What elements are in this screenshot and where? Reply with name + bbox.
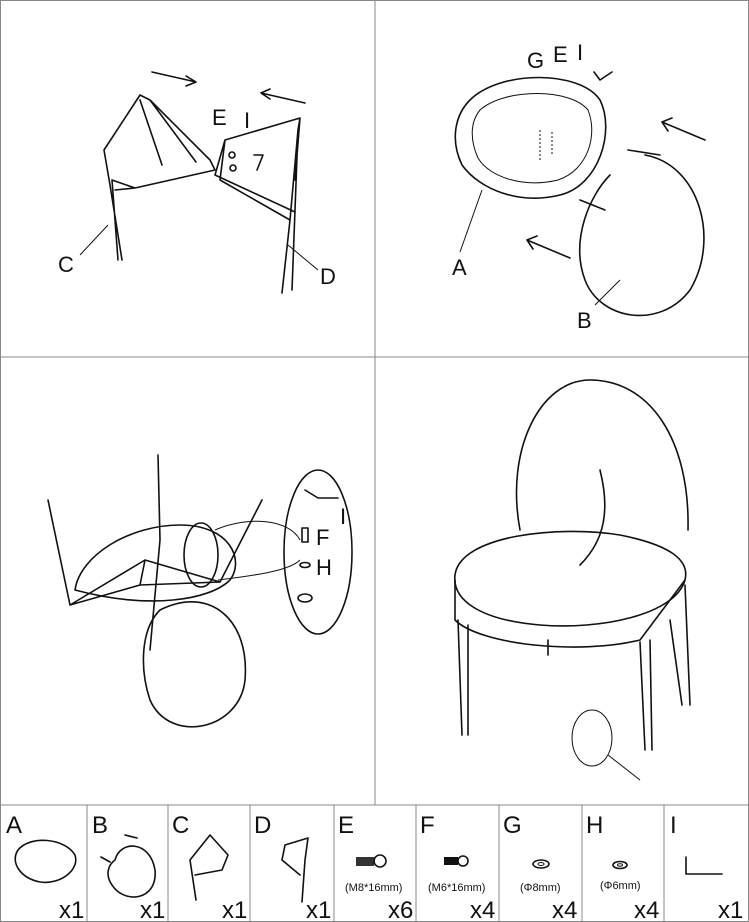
detail-callout-small: [183, 522, 219, 588]
part-g: G (Φ8mm) x4: [503, 812, 577, 922]
chair-legs: [457, 584, 691, 751]
arrow-icon: [151, 71, 197, 87]
hex-key-icon: [593, 71, 613, 81]
svg-text:x6: x6: [388, 897, 413, 922]
svg-text:I: I: [670, 812, 677, 839]
label-f: F: [316, 525, 329, 550]
arrow-icon: [661, 117, 706, 141]
svg-text:(Φ6mm): (Φ6mm): [600, 880, 641, 892]
backrest-b: [142, 601, 247, 728]
part-c: C x1: [172, 812, 247, 922]
svg-text:A: A: [6, 812, 22, 839]
arrow-icon: [526, 235, 571, 259]
part-d: D x1: [254, 812, 331, 922]
part-f: F (M6*16mm) x4: [420, 812, 495, 922]
svg-text:x1: x1: [140, 897, 165, 922]
label-g: G: [527, 48, 544, 73]
part-a: A x1: [6, 812, 84, 922]
label-i: I: [244, 108, 250, 133]
svg-text:x4: x4: [634, 897, 659, 922]
chair-backrest: [515, 379, 689, 531]
hex-key-icon: [253, 154, 264, 171]
frame-c: [103, 94, 216, 261]
svg-text:E: E: [338, 812, 354, 839]
seat-underside: [74, 524, 237, 602]
label-c: C: [58, 252, 74, 277]
chair-seat: [454, 530, 687, 627]
label-i: I: [577, 40, 583, 65]
step-2-panel: A B G E I: [452, 40, 706, 333]
part-b: B x1: [92, 812, 165, 922]
label-b: B: [577, 308, 592, 333]
part-e: E (M8*16mm) x6: [338, 812, 413, 922]
svg-text:(M6*16mm): (M6*16mm): [428, 882, 485, 894]
parts-list: A x1 B x1 C x1 D x1 E (M8*16mm) x6 F (M6…: [6, 812, 743, 922]
label-i: I: [340, 504, 346, 529]
svg-text:H: H: [586, 812, 603, 839]
seat-a: [454, 76, 607, 199]
part-i: I x1: [670, 812, 743, 922]
step-3-panel: I F H: [47, 454, 353, 728]
svg-text:(M8*16mm): (M8*16mm): [345, 882, 402, 894]
frame-legs: [47, 454, 263, 651]
svg-text:x1: x1: [718, 897, 743, 922]
hex-key-icon: [685, 856, 723, 875]
hex-key-icon: [304, 489, 339, 499]
backrest-b: [579, 149, 705, 317]
svg-text:G: G: [503, 812, 522, 839]
part-h: H (Φ6mm) x4: [586, 812, 659, 922]
svg-text:x4: x4: [470, 897, 495, 922]
frame-d: [214, 117, 301, 294]
svg-text:C: C: [172, 812, 189, 839]
step-1-panel: C D E I: [58, 71, 336, 294]
svg-text:x4: x4: [552, 897, 577, 922]
step-4-panel: [454, 379, 691, 781]
svg-text:x1: x1: [222, 897, 247, 922]
arrow-icon: [260, 88, 306, 104]
detail-callout-large: [283, 469, 353, 635]
svg-text:x1: x1: [306, 897, 331, 922]
svg-text:F: F: [420, 812, 435, 839]
label-d: D: [320, 264, 336, 289]
svg-text:B: B: [92, 812, 108, 839]
svg-text:(Φ8mm): (Φ8mm): [520, 882, 561, 894]
svg-text:x1: x1: [59, 897, 84, 922]
svg-text:D: D: [254, 812, 271, 839]
label-e: E: [553, 42, 568, 67]
label-a: A: [452, 255, 467, 280]
label-e: E: [212, 105, 227, 130]
label-h: H: [316, 555, 332, 580]
foot-detail-callout: [571, 709, 613, 767]
